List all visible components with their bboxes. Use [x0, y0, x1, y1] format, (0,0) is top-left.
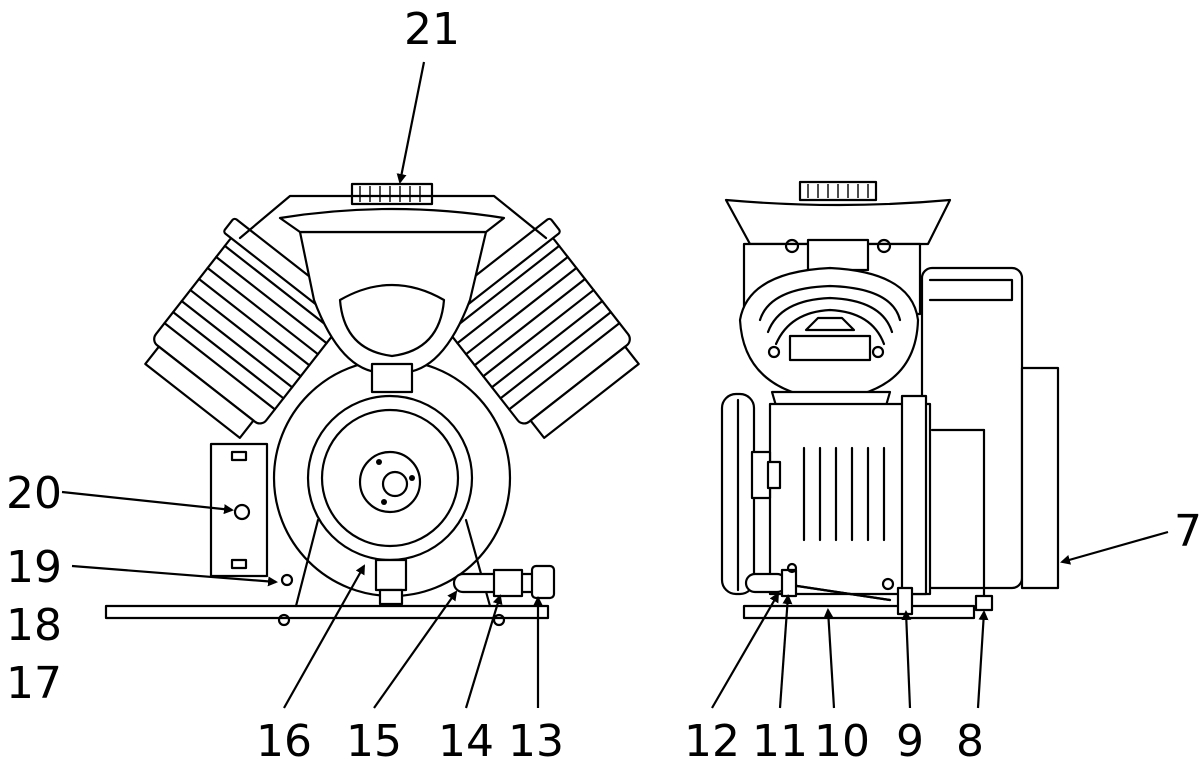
- belt-guard: [920, 266, 1024, 590]
- leader-8: [976, 610, 989, 709]
- leader-14: [464, 594, 503, 709]
- top-shroud: [238, 194, 548, 240]
- callout-11: 11: [752, 716, 808, 766]
- air-filter-housing: [278, 207, 506, 234]
- leader-19: [71, 564, 278, 587]
- callout-8: 8: [956, 716, 984, 766]
- callout-12: 12: [684, 716, 740, 766]
- base-plate: [104, 604, 550, 620]
- callout-9: 9: [896, 716, 924, 766]
- cylinder-head: [738, 266, 920, 402]
- head-valve-plate: [788, 334, 872, 362]
- fill-cap: [350, 182, 434, 206]
- callout-7: 7: [1174, 506, 1202, 557]
- side-base-plate: [742, 604, 976, 620]
- callout-20: 20: [6, 468, 62, 519]
- callout-17: 17: [6, 658, 62, 709]
- leader-10: [823, 608, 836, 709]
- callout-19: 19: [6, 542, 62, 593]
- callout-10: 10: [814, 716, 870, 766]
- callout-18: 18: [6, 600, 62, 651]
- leader-20: [61, 490, 234, 515]
- side-view-compressor: [720, 180, 1060, 620]
- leader-12: [711, 592, 780, 709]
- callout-15: 15: [346, 716, 402, 766]
- leader-21: [396, 61, 426, 184]
- pressure-switch-box: [209, 442, 269, 578]
- leader-9: [901, 610, 912, 709]
- leader-7: [1060, 530, 1169, 565]
- crankcase: [298, 230, 488, 374]
- leader-11: [778, 594, 793, 709]
- side-drain-valve: [744, 572, 788, 594]
- callout-16: 16: [256, 716, 312, 766]
- side-air-filter: [724, 198, 952, 246]
- leader-lines: [61, 61, 1169, 709]
- flywheel: [306, 394, 474, 562]
- callout-21: 21: [404, 4, 460, 55]
- leader-16: [283, 564, 365, 709]
- callout-13: 13: [508, 716, 564, 766]
- front-view-compressor: [104, 182, 640, 627]
- leader-15: [373, 590, 458, 709]
- callout-labels: 21 20 19 18 17 16 15 14 13 12 11 10 9 8 …: [6, 4, 1202, 766]
- callout-14: 14: [438, 716, 494, 766]
